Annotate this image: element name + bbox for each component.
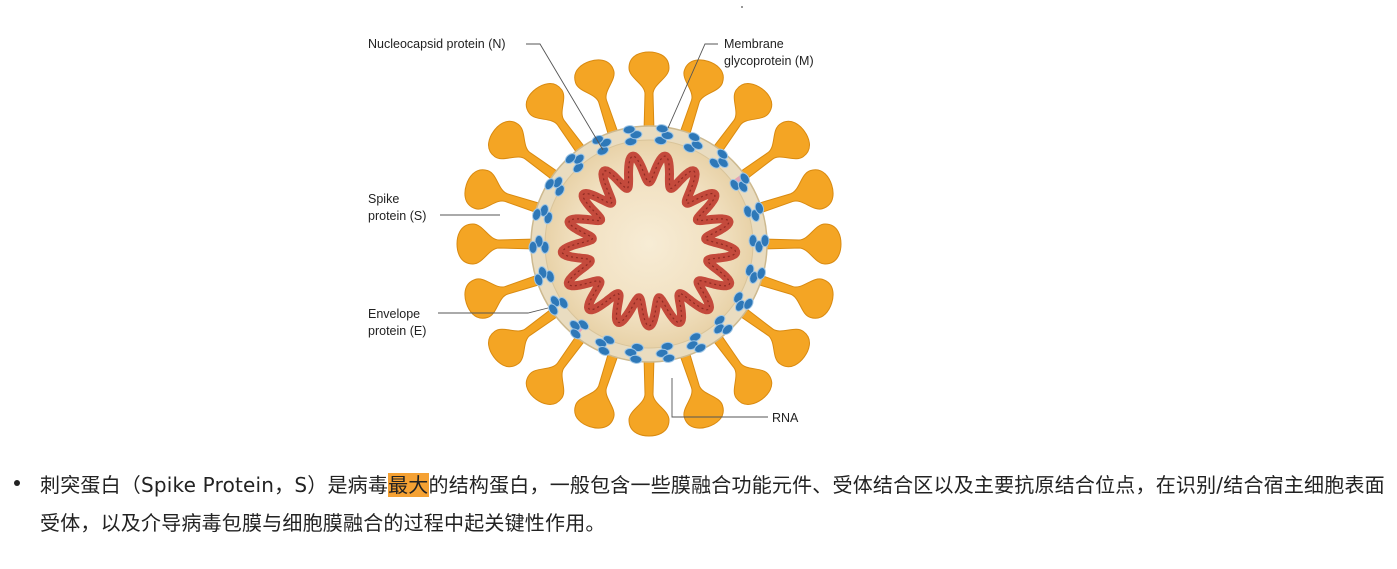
stray-dot [741,6,743,8]
membrane-protein [713,314,734,335]
paragraph-text-after: 的结构蛋白，一般包含一些膜融合功能元件、受体结合区以及主要抗原结合位点，在识别/… [40,473,1385,535]
spike-protein [628,51,670,133]
label-membrane-line1: Membrane [724,37,784,51]
highlighted-text: 最大 [388,473,429,497]
membrane-protein [729,172,750,193]
coronavirus-svg: Nucleocapsid protein (N) Membrane glycop… [368,6,842,437]
membrane-protein [708,148,729,169]
spike-protein [456,223,538,265]
spike-protein [525,330,588,405]
membrane-protein [564,153,585,174]
spike-protein [753,169,834,215]
spike-protein [760,223,842,265]
label-spike-line1: Spike [368,192,399,206]
membrane-protein [533,266,555,287]
spike-protein [574,59,620,140]
leader-lines [438,43,768,418]
coronavirus-diagram: Nucleocapsid protein (N) Membrane glycop… [368,6,842,437]
membrane-proteins [528,124,770,364]
membrane-protein [743,201,765,222]
spike-protein [735,305,810,368]
spike-protein [678,59,724,140]
membrane-protein [655,341,676,363]
membrane-protein [624,342,644,364]
spike-protein [678,348,724,429]
spike-protein [710,330,773,405]
membrane-protein [686,332,707,354]
rna-helix-detail [561,155,737,327]
label-spike-line2: protein (S) [368,209,426,223]
membrane-protein [591,134,612,156]
membrane-protein [748,234,770,254]
label-membrane-line2: glycoprotein (M) [724,54,814,68]
spike-protein [464,169,545,215]
spike-protein [488,120,563,183]
membrane-protein [569,319,590,340]
membrane-protein [654,124,674,146]
spike-protein [574,348,620,429]
label-envelope-line2: protein (E) [368,324,426,338]
description-paragraph: 刺突蛋白（Spike Protein，S）是病毒最大的结构蛋白，一般包含一些膜融… [40,466,1394,542]
paragraph-text-before: 刺突蛋白（Spike Protein，S）是病毒 [40,473,389,497]
spike-protein [753,273,834,319]
spike-protein [710,83,773,158]
spike-proteins [456,51,842,437]
membrane-protein [733,291,754,312]
label-envelope-line1: Envelope [368,307,420,321]
description-list: 刺突蛋白（Spike Protein，S）是病毒最大的结构蛋白，一般包含一些膜融… [14,466,1394,542]
bullet-icon [14,480,20,486]
label-rna: RNA [772,411,799,425]
label-nucleocapsid: Nucleocapsid protein (N) [368,37,506,51]
spike-protein [525,83,588,158]
spike-protein [464,273,545,319]
membrane-protein [544,176,565,197]
spike-protein [628,355,670,437]
membrane-protein [622,125,643,147]
membrane-protein [548,295,569,316]
membrane-protein [682,132,704,153]
membrane-protein [745,263,766,284]
membrane-protein [594,335,616,356]
spike-protein [735,120,810,183]
spike-protein [488,305,563,368]
membrane-protein [528,234,550,254]
membrane-protein [532,204,553,225]
